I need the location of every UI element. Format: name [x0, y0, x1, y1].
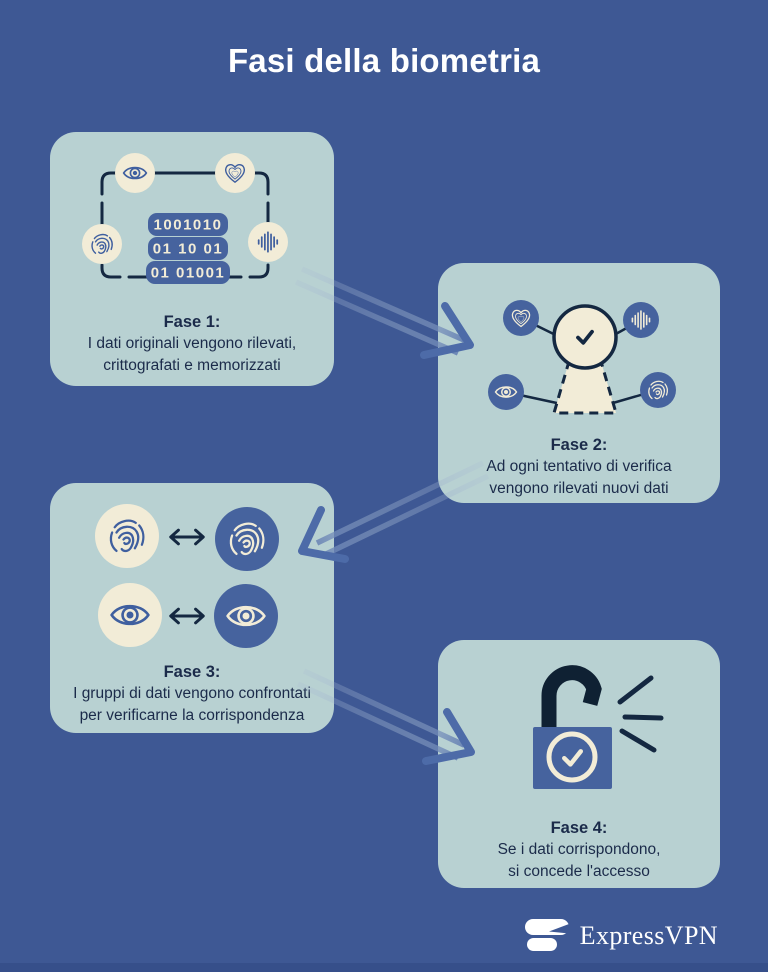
fase-3-line-2: per verificarne la corrispondenza [79, 707, 305, 724]
brand-name: ExpressVPN [579, 921, 718, 950]
fase-2-line-2: vengono rilevati nuovi dati [489, 480, 669, 497]
fase-1-heading: Fase 1: [163, 313, 221, 331]
open-padlock-check-icon [533, 665, 612, 789]
verification-graphic [488, 300, 676, 415]
expressvpn-icon [524, 919, 569, 951]
footer-strip [0, 963, 768, 972]
fase-3-heading: Fase 3: [163, 663, 221, 681]
binary-pills: 1001010 01 10 01 01 01001 [146, 213, 230, 284]
binary-row-2: 01 10 01 [153, 241, 223, 258]
fase-2-heading: Fase 2: [550, 436, 608, 454]
brand-logo: ExpressVPN [524, 916, 718, 956]
compare-arrow-icon [169, 607, 205, 625]
fase-4-heading: Fase 4: [550, 819, 608, 837]
fase-2-caption: Fase 2: Ad ogni tentativo di verifica ve… [438, 434, 720, 500]
card-fase-3: Fase 3: I gruppi di dati vengono confron… [50, 483, 334, 733]
keyhole-check-icon [552, 304, 618, 415]
fase-3-caption: Fase 3: I gruppi di dati vengono confron… [50, 661, 334, 727]
comparison-graphic [95, 504, 279, 648]
fase-1-line-1: I dati originali vengono rilevati, [87, 335, 297, 352]
compare-arrow-icon [169, 528, 205, 546]
binary-row-1: 1001010 [154, 217, 223, 234]
card-fase-2: Fase 2: Ad ogni tentativo di verifica ve… [438, 263, 720, 503]
card-fase-4: Fase 4: Se i dati corrispondono, si conc… [438, 640, 720, 888]
burst-lines-icon [617, 675, 664, 753]
fase-4-line-1: Se i dati corrispondono, [497, 841, 661, 858]
binary-row-3: 01 01001 [151, 265, 226, 282]
page-title: Fasi della biometria [227, 42, 541, 79]
fase-4-line-2: si concede l'accesso [508, 863, 650, 880]
access-graphic [533, 665, 664, 789]
enrollment-graphic: 1001010 01 10 01 01 01001 [82, 153, 288, 284]
fase-3-line-1: I gruppi di dati vengono confrontati [73, 685, 311, 702]
fase-2-line-1: Ad ogni tentativo di verifica [486, 458, 672, 475]
fase-4-caption: Fase 4: Se i dati corrispondono, si conc… [438, 817, 720, 883]
fase-1-caption: Fase 1: I dati originali vengono rilevat… [50, 311, 334, 377]
fase-1-line-2: crittografati e memorizzati [103, 357, 281, 374]
card-fase-1: 1001010 01 10 01 01 01001 Fase 1: I dati… [50, 132, 334, 386]
